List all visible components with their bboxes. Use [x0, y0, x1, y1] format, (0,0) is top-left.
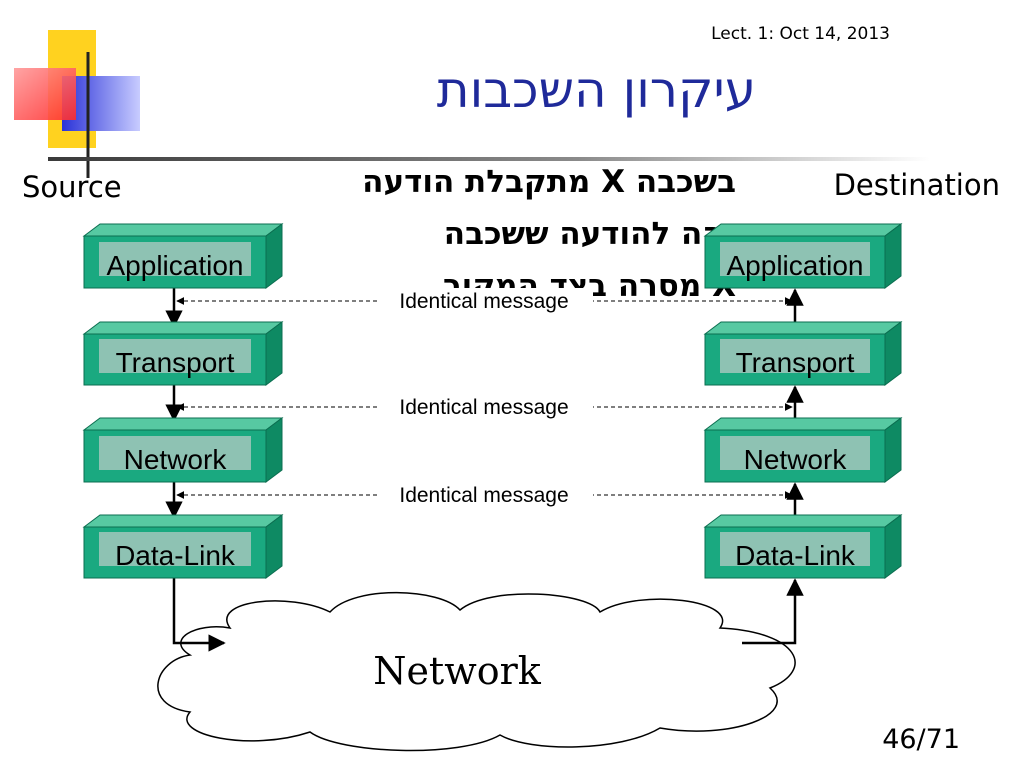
- layer-label: Application: [107, 250, 244, 281]
- layer-top-face: [82, 223, 284, 237]
- layer-label-panel: [720, 339, 870, 373]
- slide-title: עיקרון השכבות: [436, 61, 756, 119]
- peer-link-label-bg: [377, 482, 593, 506]
- destination-flow: [742, 288, 804, 645]
- source-layer-network: Network: [82, 417, 284, 483]
- destination-layer-application: Application: [703, 223, 903, 289]
- peer-link-label: Identical message: [399, 484, 568, 507]
- note-line-2: זהה להודעה ששכבה: [443, 216, 736, 252]
- red-square: [14, 68, 76, 120]
- layer-top-face: [703, 321, 903, 335]
- destination-label: Destination: [833, 168, 1000, 202]
- destination-layer-transport: Transport: [703, 321, 903, 386]
- source-label: Source: [22, 170, 122, 204]
- layer-label-panel: [99, 532, 251, 566]
- destination-layer-datalink: Data-Link: [703, 514, 903, 579]
- network-cloud: Network: [157, 591, 796, 752]
- layer-label-panel: [720, 532, 870, 566]
- layer-label: Data-Link: [115, 540, 236, 571]
- destination-stack: Application Transport Network Data-Link: [703, 223, 903, 579]
- layer-side-face: [884, 417, 902, 483]
- layer-label: Application: [727, 250, 864, 281]
- layer-side-face: [265, 223, 283, 289]
- dest-arrow-from-network: [742, 578, 804, 645]
- network-cloud-label: Network: [373, 649, 542, 693]
- layer-label: Transport: [116, 347, 235, 378]
- peer-link-label: Identical message: [399, 396, 568, 419]
- layer-side-face: [884, 223, 902, 289]
- page-number: 46/71: [882, 724, 960, 755]
- layer-label: Data-Link: [735, 540, 856, 571]
- source-flow: [165, 288, 226, 652]
- layer-side-face: [265, 417, 283, 483]
- layer-label-panel: [720, 242, 870, 276]
- source-arrow-to-network: [172, 578, 226, 652]
- layer-label-panel: [99, 339, 251, 373]
- layer-top-face: [703, 417, 903, 431]
- title-underline: [48, 157, 930, 161]
- peer-link-2: Identical message: [176, 394, 793, 419]
- peer-link-label: Identical message: [399, 290, 568, 313]
- layer-label: Network: [124, 444, 228, 475]
- layer-label-panel: [720, 436, 870, 470]
- source-layer-datalink: Data-Link: [82, 514, 284, 579]
- cloud-shape: [157, 591, 796, 752]
- layer-label-panel: [99, 436, 251, 470]
- layer-label-panel: [99, 242, 251, 276]
- source-layer-transport: Transport: [82, 321, 284, 386]
- peer-link-3: Identical message: [176, 482, 793, 507]
- layer-top-face: [82, 417, 284, 431]
- peer-link-1: Identical message: [176, 288, 793, 313]
- layer-top-face: [703, 514, 903, 528]
- layer-top-face: [82, 514, 284, 528]
- decorative-corner-graphic: [14, 30, 140, 178]
- layer-top-face: [82, 321, 284, 335]
- destination-layer-network: Network: [703, 417, 903, 483]
- note-line-1: בשכבה X מתקבלת הודעה: [362, 164, 736, 200]
- source-stack: Application Transport Network Data-Link: [82, 223, 284, 579]
- layer-label: Network: [744, 444, 848, 475]
- lecture-info: Lect. 1: Oct 14, 2013: [711, 24, 890, 44]
- source-layer-application: Application: [82, 223, 284, 289]
- peer-link-label-bg: [377, 288, 593, 312]
- layer-label: Transport: [736, 347, 855, 378]
- layer-top-face: [703, 223, 903, 237]
- peer-link-label-bg: [377, 394, 593, 418]
